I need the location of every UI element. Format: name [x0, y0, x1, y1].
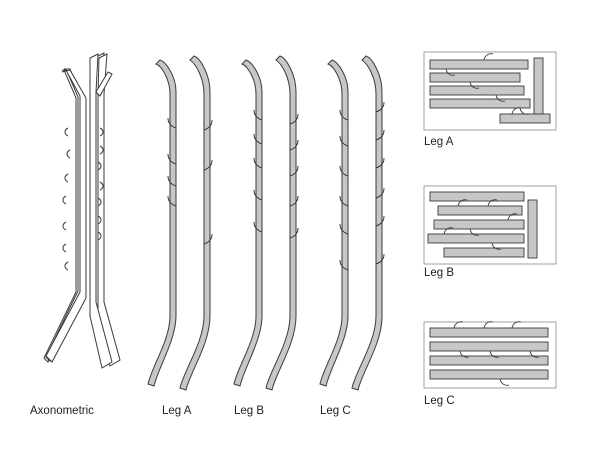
elevation-leg-c [319, 55, 385, 391]
label-elevation-leg-a: Leg A [162, 405, 192, 417]
cut-sheet-leg-c [423, 321, 557, 389]
label-axonometric: Axonometric [30, 405, 94, 417]
axonometric-view [43, 52, 121, 369]
label-elevation-leg-c: Leg C [320, 405, 351, 417]
elevation-leg-a [147, 55, 213, 391]
label-elevation-leg-b: Leg B [234, 405, 264, 417]
label-sheet-leg-b: Leg B [424, 267, 454, 279]
label-sheet-leg-a: Leg A [424, 136, 454, 148]
cut-sheet-leg-b [423, 185, 557, 265]
cut-sheet-leg-a [423, 51, 557, 131]
label-sheet-leg-c: Leg C [424, 395, 455, 407]
elevation-leg-b [233, 55, 299, 391]
